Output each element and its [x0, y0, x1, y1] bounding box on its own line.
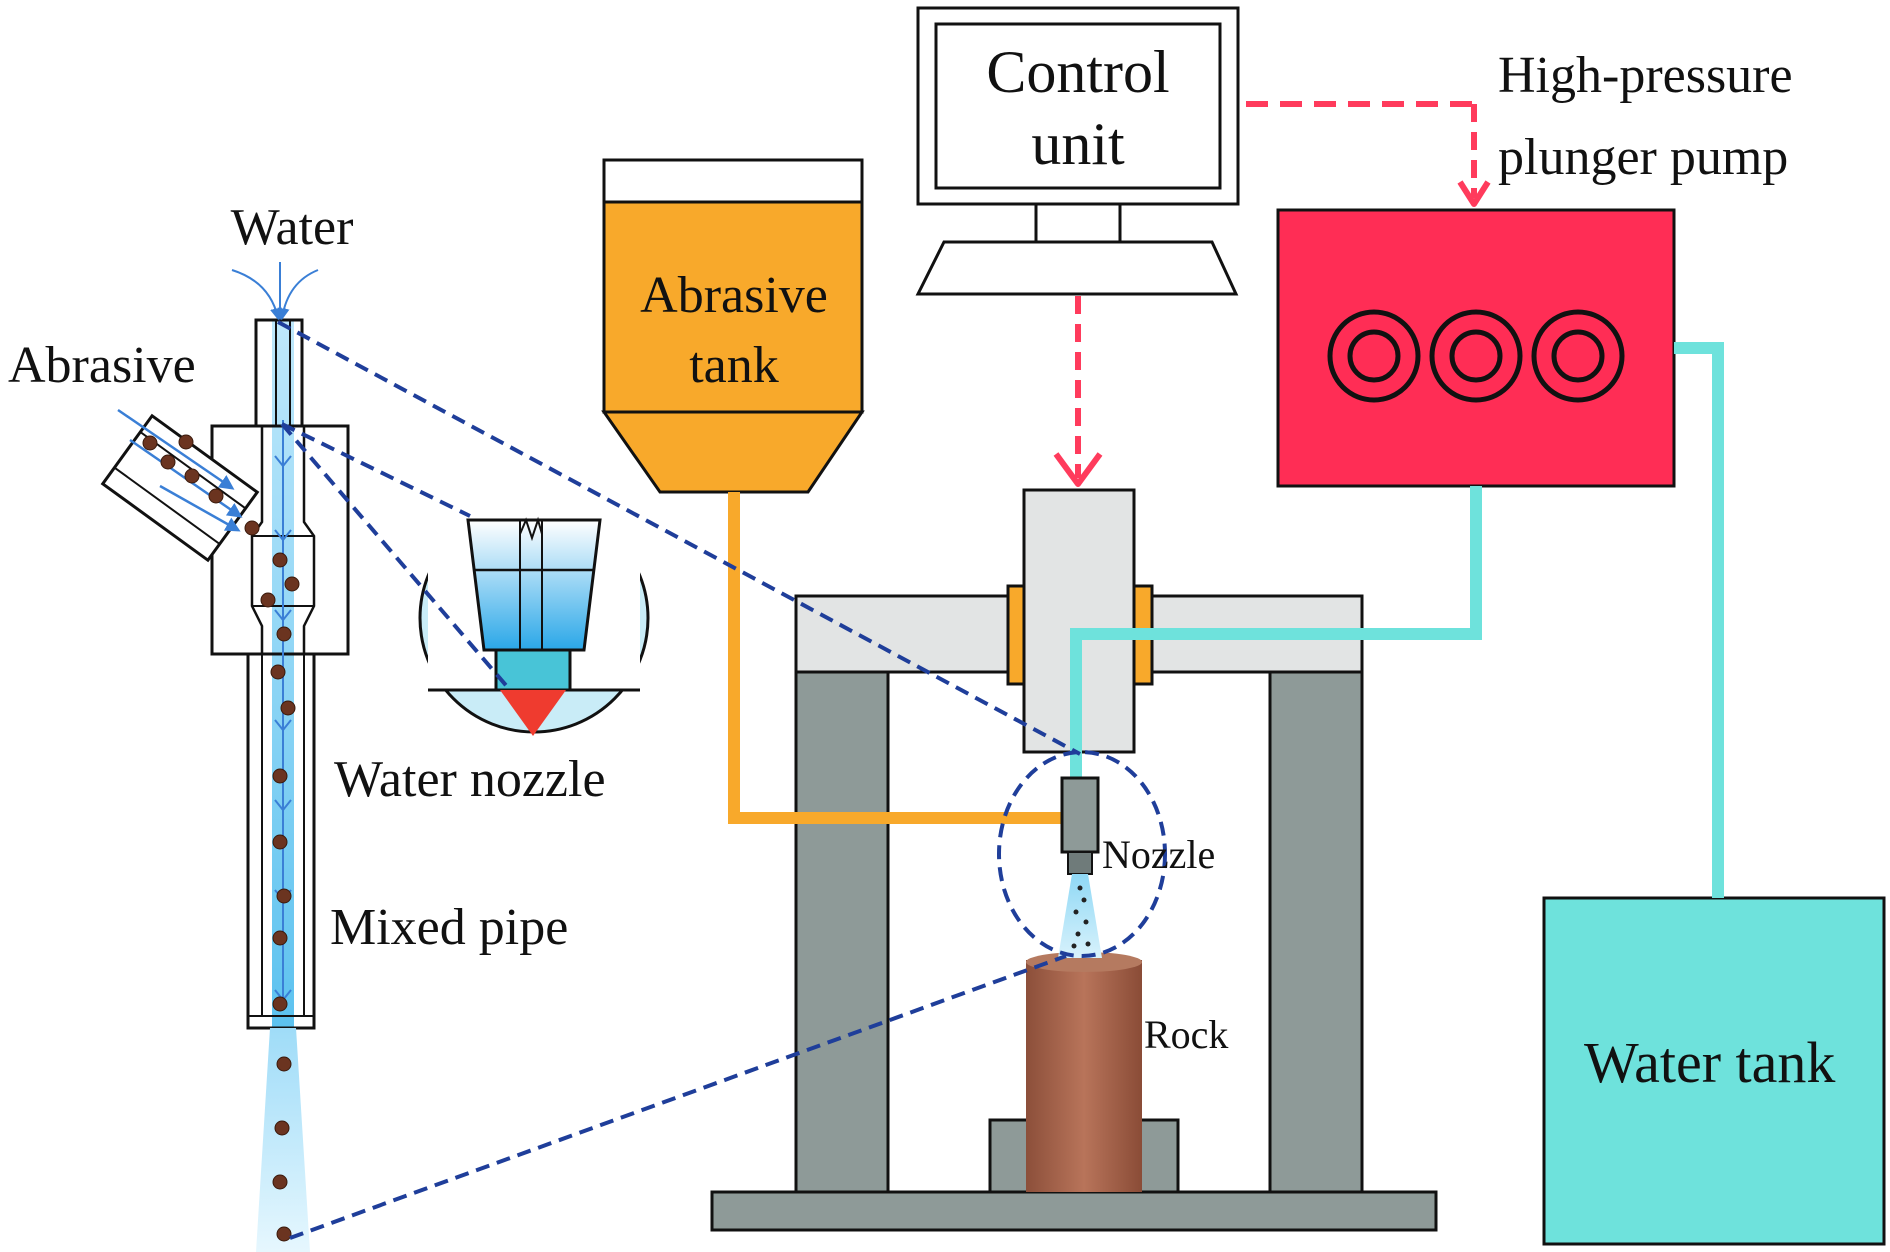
label-nozzle: Nozzle	[1102, 832, 1215, 877]
water-line-tank-to-pump	[1674, 342, 1724, 898]
zoom-lines	[277, 320, 1081, 1240]
label-abrasive: Abrasive	[8, 337, 196, 394]
monitor-stand	[1034, 202, 1122, 244]
label-pump-line1: High-pressure	[1498, 47, 1793, 104]
label-water-tank: Water tank	[1584, 1030, 1835, 1095]
nozzle-cone	[466, 518, 602, 652]
label-pump-line2: plunger pump	[1498, 129, 1788, 186]
label-water-nozzle: Water nozzle	[334, 751, 606, 808]
water-line-pump-to-nozzle	[1070, 486, 1482, 778]
left-column	[794, 670, 890, 1194]
control-unit	[915, 6, 1240, 296]
high-pressure-pump	[1276, 208, 1676, 488]
label-abrasive-tank-line1: Abrasive	[640, 267, 828, 324]
abrasive-tank	[601, 158, 865, 494]
monitor	[916, 6, 1240, 206]
right-column	[1268, 670, 1364, 1194]
mixing-chamber-contour	[250, 426, 316, 654]
label-rock: Rock	[1144, 1012, 1228, 1057]
rock-sample	[1026, 952, 1142, 1192]
label-control-unit-line2: unit	[1031, 111, 1125, 177]
nozzle-focus-ellipse	[997, 750, 1167, 958]
jet-tip	[500, 690, 566, 736]
exit-plume	[256, 1028, 310, 1252]
abrasive-line	[728, 492, 1062, 824]
abrasive-feed-port	[100, 413, 260, 563]
mixing-head	[100, 262, 350, 1252]
keyboard	[915, 240, 1239, 296]
label-mixed-pipe: Mixed pipe	[330, 899, 568, 956]
label-control-unit-line1: Control	[986, 39, 1169, 105]
label-abrasive-tank-line2: tank	[689, 337, 779, 394]
control-signal-arrows	[1053, 101, 1491, 487]
abrasive-particles	[142, 434, 300, 1242]
nozzle	[1058, 776, 1102, 958]
water-inflow-arrows	[231, 262, 319, 321]
water-nozzle-magnifier	[418, 497, 650, 736]
label-water: Water	[231, 199, 354, 256]
base-plate	[710, 1190, 1438, 1232]
